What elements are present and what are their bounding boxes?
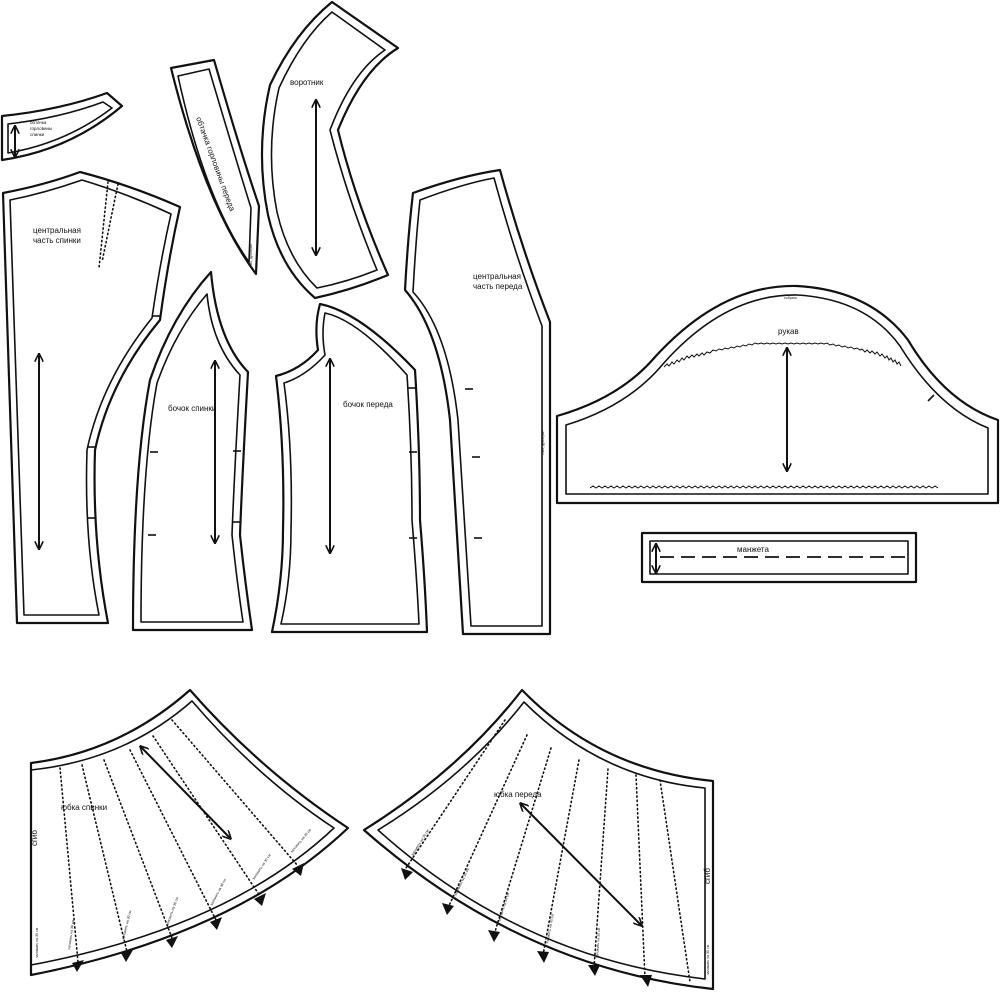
back-neck-facing-label-3: спинки — [30, 132, 45, 137]
pleat-marker — [121, 950, 133, 962]
back-neck-facing-piece: обтачка горловины спинки — [0, 91, 124, 162]
pleat-marker — [640, 975, 652, 987]
front-skirt-pleat-line — [405, 719, 506, 869]
back-skirt-hem-note: заложить на 30 см — [35, 927, 39, 958]
pleat-marker — [537, 951, 549, 963]
center-back-label-2: часть спинки — [33, 236, 81, 245]
center-back-piece: центральная часть спинки — [1, 170, 182, 625]
back-skirt-grainline — [141, 747, 230, 838]
front-skirt-piece: юбка переда сгиб заложить на 30 см залож… — [362, 688, 715, 991]
back-skirt-pleat-line — [81, 764, 128, 953]
center-front-label-1: центральная — [473, 272, 521, 281]
back-neck-facing-label-1: обтачка — [30, 120, 47, 125]
center-back-dart-left — [98, 181, 109, 269]
front-skirt-pleat-line — [659, 779, 691, 983]
side-back-piece: бочок спинки — [131, 270, 254, 632]
side-back-label: бочок спинки — [168, 404, 216, 413]
back-skirt-pleat-note: заложить на 30 см — [121, 909, 132, 940]
pleat-marker — [166, 936, 178, 948]
back-neck-facing-label-2: горловины — [30, 126, 52, 131]
pleat-marker — [254, 893, 266, 906]
back-skirt-piece: юбка спинки сгиб заложить на 30 см залож… — [29, 688, 350, 977]
center-front-piece: центральная часть переда сгиб, дублерин — [403, 168, 552, 636]
front-skirt-hem-note: заложить на 30 см — [706, 944, 710, 975]
back-skirt-pleat-note: заложить на 30 см — [67, 919, 75, 950]
center-front-label-2: часть переда — [473, 282, 523, 291]
center-back-dart-right — [101, 183, 119, 263]
pleat-marker — [210, 917, 222, 930]
cuff-label: манжета — [737, 545, 769, 554]
pleat-marker — [292, 863, 304, 876]
center-back-label-1: центральная — [33, 226, 81, 235]
pleat-marker — [72, 960, 84, 972]
collar-label: воротник — [290, 78, 324, 87]
collar-piece: воротник — [260, 0, 400, 300]
sleeve-notch — [927, 394, 935, 402]
pleat-marker — [588, 965, 600, 976]
front-skirt-grainline — [521, 804, 641, 925]
front-skirt-label: юбка переда — [494, 790, 542, 799]
sleeve-piece: рукав собрать — [555, 284, 1000, 505]
sleeve-gather-label: собрать — [784, 296, 797, 300]
back-skirt-label: юбка спинки — [61, 803, 107, 812]
pleat-marker — [442, 903, 454, 915]
pleat-marker — [488, 930, 500, 942]
sleeve-gather-line — [663, 342, 902, 368]
side-front-label: бочок переда — [343, 400, 393, 409]
pleat-marker — [401, 868, 413, 880]
front-skirt-pleat-note: заложить на 30 см — [545, 913, 555, 944]
back-skirt-fold-label: сгиб — [30, 830, 39, 846]
back-skirt-pleat-line — [171, 719, 299, 867]
front-skirt-pleat-note: заложить на 30 см — [595, 927, 601, 958]
back-skirt-pleat-line — [59, 767, 79, 963]
sleeve-label: рукав — [778, 327, 799, 336]
front-neck-facing-piece: обтачка горловины переда сгиб, дублерин — [169, 58, 261, 276]
front-neck-facing-fold-label: сгиб, дублерин — [249, 243, 253, 268]
front-skirt-fold-label: сгиб — [703, 868, 712, 884]
side-front-piece: бочок переда — [270, 302, 429, 634]
cuff-piece: манжета — [640, 531, 918, 584]
sleeve-hem-gather — [589, 485, 939, 489]
center-front-fold-label: сгиб, дублерин — [541, 430, 545, 455]
